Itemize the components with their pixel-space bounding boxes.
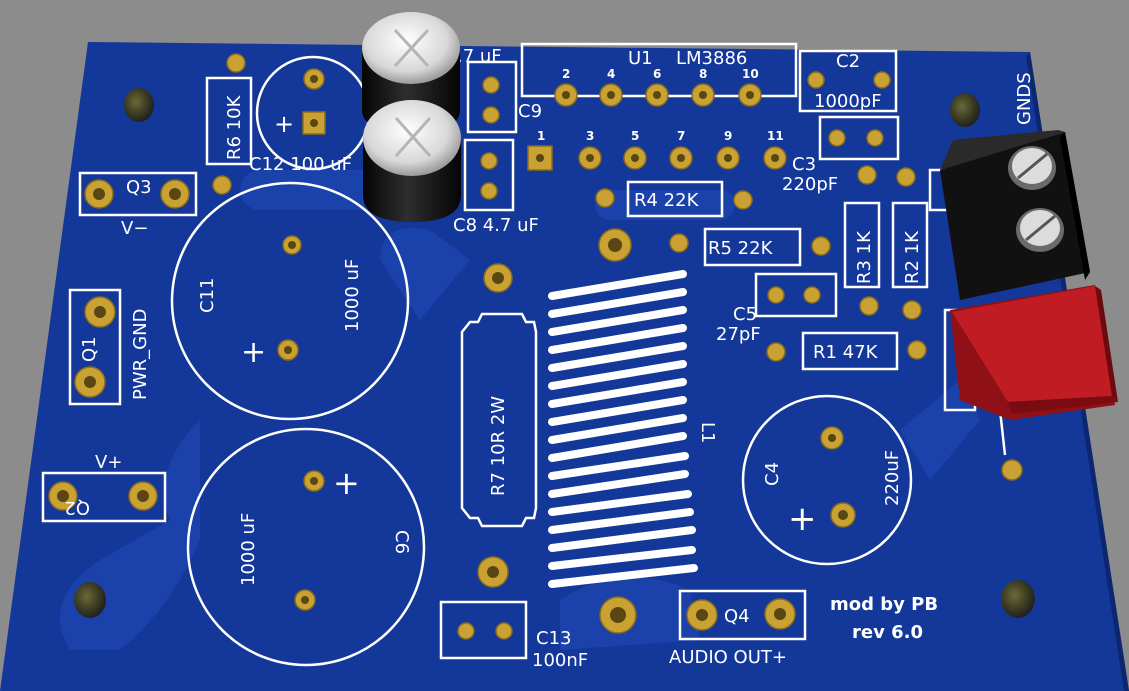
label-rev: rev 6.0 [852,622,923,643]
label-q2: Q2 [64,497,90,518]
label-c3-value: 220pF [782,174,838,195]
label-r2: R2 1K [902,230,923,284]
label-c11-value: 1000 uF [342,259,363,332]
label-c3: C3 [792,154,816,175]
label-v-minus: V− [121,218,148,239]
label-r4: R4 22K [634,190,700,211]
label-c11-plus: + [241,335,266,370]
label-q4: Q4 [724,606,750,627]
label-c9-value: .7 uF [457,46,502,67]
pin-8: 8 [699,67,707,81]
screw-terminal-block [940,130,1090,300]
mounting-holes [74,88,1035,618]
label-gnds: GNDS [1014,72,1035,125]
label-c12-plus: + [274,110,294,138]
pin-10: 10 [742,67,759,81]
label-pwr-gnd: PWR_GND [130,309,151,400]
label-r7: R7 10R 2W [488,396,509,496]
pin-7: 7 [677,129,685,143]
pin-9: 9 [724,129,732,143]
label-c13-value: 100nF [532,650,588,671]
label-c2-value: 1000pF [814,91,882,112]
pin-2: 2 [562,67,570,81]
label-c6-plus: + [333,464,360,502]
label-c13: C13 [536,628,571,649]
pin-4: 4 [607,67,615,81]
label-c4-value: 220uF [882,450,903,506]
pin-11: 11 [767,129,784,143]
label-r1: R1 47K [813,342,879,363]
label-l1: L1 [697,422,718,443]
label-c4-plus: + [788,499,817,539]
pin-6: 6 [653,67,661,81]
label-audio-out: AUDIO OUT+ [669,647,787,668]
pads [48,53,1023,640]
label-u1: U1 [628,48,653,69]
label-c12: C12 100 uF [249,154,352,175]
pin-3: 3 [586,129,594,143]
label-c4: C4 [762,462,783,486]
label-c6-value: 1000 uF [238,513,259,586]
label-r3: R3 1K [854,230,875,284]
label-c11: C11 [197,278,218,313]
label-c5: C5 [733,304,757,325]
label-c5-value: 27pF [716,324,761,345]
label-lm3886: LM3886 [676,48,747,69]
label-mod-by: mod by PB [830,594,938,615]
label-c2: C2 [836,51,860,72]
label-q3: Q3 [126,177,152,198]
label-q1: Q1 [79,336,100,362]
pin-5: 5 [631,129,639,143]
pin-1: 1 [537,129,545,143]
label-v-plus: V+ [95,452,122,473]
inductor-l1-coils [548,270,698,588]
label-r5: R5 22K [708,238,774,259]
label-r6: R6 10K [224,94,245,160]
electrolytic-capacitor-lower [363,100,461,222]
red-box-component [950,285,1118,420]
label-c9: C9 [518,101,542,122]
label-c6: C6 [391,530,412,554]
label-c8: C8 4.7 uF [453,215,539,236]
